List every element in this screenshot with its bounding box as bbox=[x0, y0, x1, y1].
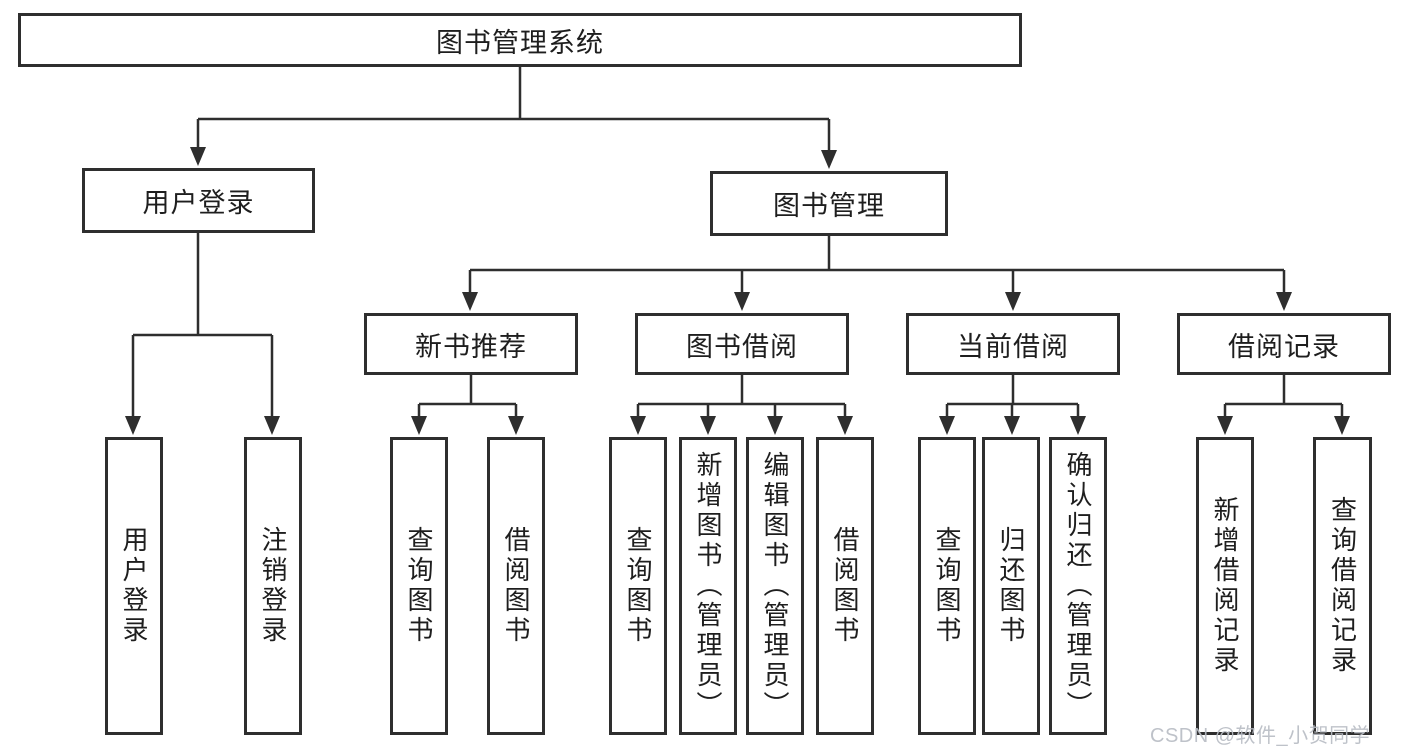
arrow-down-icon bbox=[1070, 416, 1086, 435]
leaf-recommend-query-books: 查询图书 bbox=[390, 437, 448, 735]
node-user-login: 用户登录 bbox=[82, 168, 315, 233]
leaf-recommend-borrow-books: 借阅图书 bbox=[487, 437, 545, 735]
arrow-down-icon bbox=[734, 292, 750, 311]
connector-path bbox=[1223, 375, 1344, 421]
node-book-borrow: 图书借阅 bbox=[635, 313, 849, 375]
arrow-down-icon bbox=[939, 416, 955, 435]
arrow-down-icon bbox=[462, 292, 478, 311]
connectors-root-to-level2 bbox=[190, 67, 837, 169]
node-library-management-system: 图书管理系统 bbox=[18, 13, 1022, 67]
arrow-down-icon bbox=[190, 147, 206, 166]
node-new-book-recommend: 新书推荐 bbox=[364, 313, 578, 375]
arrow-down-icon bbox=[508, 416, 524, 435]
csdn-watermark: CSDN @软件_小贺同学 bbox=[1150, 725, 1371, 747]
leaf-borrow-borrow-books: 借阅图书 bbox=[816, 437, 874, 735]
arrow-down-icon bbox=[1276, 292, 1292, 311]
arrow-down-icon bbox=[1005, 292, 1021, 311]
leaf-borrow-add-books-admin: 新增图书（管理员） bbox=[679, 437, 737, 735]
arrow-down-icon bbox=[1217, 416, 1233, 435]
connectors-book-borrow-children bbox=[630, 375, 853, 435]
leaf-current-confirm-return-admin: 确认归还（管理员） bbox=[1049, 437, 1107, 735]
connector-path bbox=[196, 67, 831, 155]
arrow-down-icon bbox=[1334, 416, 1350, 435]
leaf-current-return-books: 归还图书 bbox=[982, 437, 1040, 735]
arrow-down-icon bbox=[264, 416, 280, 435]
leaf-logout: 注销登录 bbox=[244, 437, 302, 735]
arrow-down-icon bbox=[125, 416, 141, 435]
connectors-current-borrow-children bbox=[939, 375, 1086, 435]
arrow-down-icon bbox=[411, 416, 427, 435]
leaf-current-query-books: 查询图书 bbox=[918, 437, 976, 735]
node-borrow-records: 借阅记录 bbox=[1177, 313, 1391, 375]
arrow-down-icon bbox=[630, 416, 646, 435]
leaf-borrow-query-books: 查询图书 bbox=[609, 437, 667, 735]
connector-path bbox=[131, 233, 274, 421]
leaf-records-add-record: 新增借阅记录 bbox=[1196, 437, 1254, 735]
arrow-down-icon bbox=[1004, 416, 1020, 435]
arrow-down-icon bbox=[837, 416, 853, 435]
node-current-borrow: 当前借阅 bbox=[906, 313, 1120, 375]
arrow-down-icon bbox=[700, 416, 716, 435]
node-book-management: 图书管理 bbox=[710, 171, 948, 236]
arrow-down-icon bbox=[821, 150, 837, 169]
leaf-user-login: 用户登录 bbox=[105, 437, 163, 735]
connector-path bbox=[945, 375, 1080, 421]
connector-path bbox=[417, 375, 518, 421]
connector-path bbox=[636, 375, 847, 421]
connector-path bbox=[468, 236, 1286, 297]
leaf-records-query-record: 查询借阅记录 bbox=[1313, 437, 1372, 735]
leaf-borrow-edit-books-admin: 编辑图书（管理员） bbox=[746, 437, 804, 735]
arrow-down-icon bbox=[767, 416, 783, 435]
connectors-user-login-children bbox=[125, 233, 280, 435]
connectors-borrow-records-children bbox=[1217, 375, 1350, 435]
connectors-book-management-children bbox=[462, 236, 1292, 311]
connectors-new-book-recommend-children bbox=[411, 375, 524, 435]
